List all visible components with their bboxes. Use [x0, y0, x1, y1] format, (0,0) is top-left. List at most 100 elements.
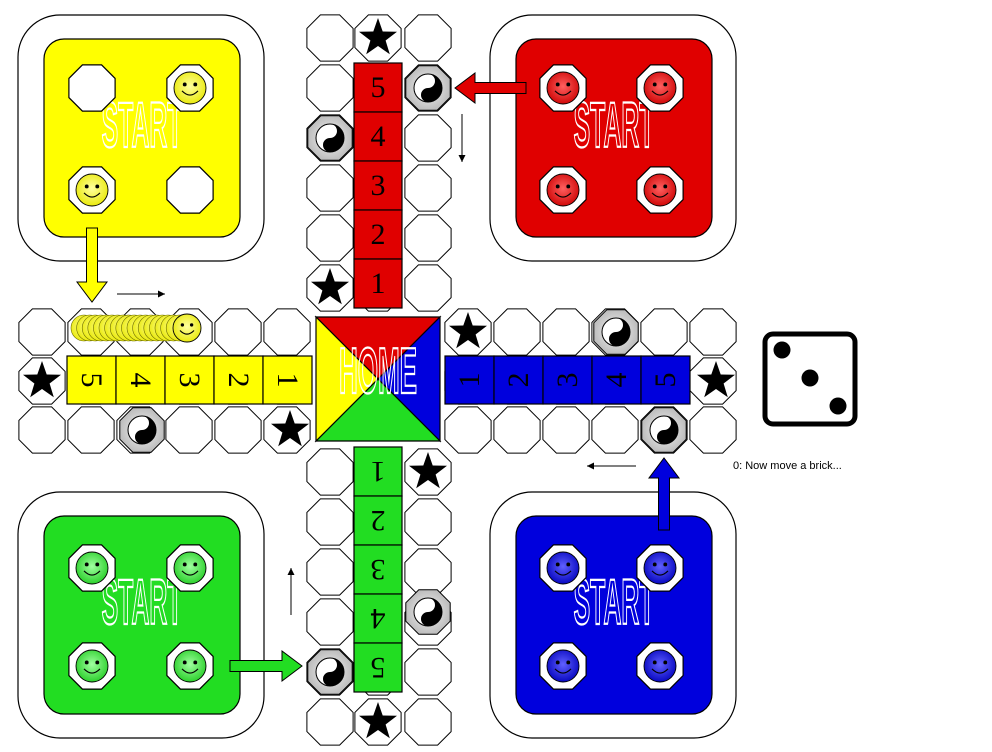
lane-number: 2 — [502, 373, 535, 388]
track-cell[interactable] — [214, 406, 262, 454]
dice-pip — [801, 369, 819, 387]
home-label: HOME — [339, 334, 417, 408]
direction-arrow-icon — [117, 290, 165, 298]
home-lane-yellow — [213, 355, 264, 405]
smiley-token-icon[interactable] — [546, 649, 580, 683]
track-cell[interactable] — [306, 548, 354, 596]
dice[interactable] — [762, 331, 858, 427]
track-cell[interactable] — [306, 214, 354, 262]
lane-number: 2 — [222, 373, 255, 388]
track-cell[interactable] — [67, 406, 115, 454]
smiley-token-icon[interactable] — [546, 173, 580, 207]
track-cell[interactable] — [306, 14, 354, 62]
track-cell[interactable] — [306, 448, 354, 496]
lane-number: 5 — [649, 373, 682, 388]
smiley-token-icon[interactable] — [643, 649, 677, 683]
track-cell[interactable] — [404, 14, 452, 62]
entry-arrow-icon — [454, 72, 527, 104]
track-cell[interactable] — [18, 406, 66, 454]
smiley-token-icon[interactable] — [546, 71, 580, 105]
lane-number: 4 — [124, 373, 157, 388]
dice-pip — [829, 397, 847, 415]
home-lane-green — [353, 642, 403, 693]
track-cell[interactable] — [689, 406, 737, 454]
track-cell[interactable] — [306, 698, 354, 746]
track-cell[interactable] — [493, 308, 541, 356]
track-cell[interactable] — [404, 498, 452, 546]
track-cell[interactable] — [542, 308, 590, 356]
yin-yang-icon — [641, 407, 687, 453]
track-cell[interactable] — [689, 308, 737, 356]
smiley-token-icon[interactable] — [173, 71, 207, 105]
home-lane-red — [353, 62, 403, 113]
star-icon — [359, 18, 397, 55]
smiley-token-icon[interactable] — [172, 313, 202, 343]
yin-yang-icon — [405, 65, 451, 111]
track-cell[interactable] — [404, 264, 452, 312]
track-cell[interactable] — [306, 498, 354, 546]
home-lane-yellow — [66, 355, 117, 405]
track-cell[interactable] — [591, 406, 639, 454]
token-motion-trail — [70, 314, 193, 342]
track-cell[interactable] — [263, 308, 311, 356]
star-icon — [311, 268, 349, 305]
smiley-token-icon[interactable] — [75, 649, 109, 683]
entry-arrow-icon — [648, 457, 680, 531]
track-cell[interactable] — [306, 598, 354, 646]
track-cell[interactable] — [404, 214, 452, 262]
smiley-token-icon[interactable] — [643, 71, 677, 105]
start-slot[interactable] — [166, 166, 214, 214]
smiley-token-icon[interactable] — [173, 649, 207, 683]
lane-number: 3 — [371, 169, 386, 202]
star-icon — [697, 361, 735, 398]
lane-number: 3 — [173, 373, 206, 388]
track-cell[interactable] — [640, 308, 688, 356]
lane-number: 5 — [75, 373, 108, 388]
smiley-token-icon[interactable] — [643, 551, 677, 585]
home-lane-green — [353, 495, 403, 546]
entry-arrow-icon — [76, 227, 108, 303]
status-message: 0: Now move a brick... — [733, 460, 842, 472]
track-cell[interactable] — [404, 648, 452, 696]
track-cell[interactable] — [444, 406, 492, 454]
direction-arrow-icon — [458, 114, 466, 162]
home-lane-red — [353, 160, 403, 211]
track-cell[interactable] — [542, 406, 590, 454]
home-lane-green — [353, 544, 403, 595]
smiley-token-icon[interactable] — [546, 551, 580, 585]
lane-number: 4 — [371, 120, 386, 153]
track-cell[interactable] — [404, 114, 452, 162]
yin-yang-icon — [307, 649, 353, 695]
smiley-token-icon[interactable] — [173, 551, 207, 585]
start-label-yellow: START — [102, 90, 183, 161]
yin-yang-icon — [405, 589, 451, 635]
smiley-token-icon[interactable] — [75, 551, 109, 585]
home-lane-yellow — [262, 355, 313, 405]
lane-number: 5 — [371, 71, 386, 104]
start-slot[interactable] — [68, 64, 116, 112]
home-lane-red — [353, 209, 403, 260]
track-cell[interactable] — [18, 308, 66, 356]
lane-number: 2 — [371, 504, 386, 537]
lane-number: 1 — [371, 455, 386, 488]
star-icon — [271, 410, 309, 447]
track-cell[interactable] — [306, 164, 354, 212]
star-icon — [359, 702, 397, 739]
track-cell[interactable] — [493, 406, 541, 454]
yin-yang-icon — [593, 309, 639, 355]
track-cell[interactable] — [214, 308, 262, 356]
track-cell[interactable] — [404, 164, 452, 212]
home-lane-red — [353, 258, 403, 309]
smiley-token-icon[interactable] — [643, 173, 677, 207]
home-lane-blue — [542, 355, 593, 405]
track-cell[interactable] — [165, 406, 213, 454]
yin-yang-icon — [307, 115, 353, 161]
track-cell[interactable] — [404, 548, 452, 596]
smiley-token-icon[interactable] — [75, 173, 109, 207]
yin-yang-icon — [119, 407, 165, 453]
star-icon — [409, 452, 447, 489]
track-cell[interactable] — [404, 698, 452, 746]
track-cell[interactable] — [306, 64, 354, 112]
lane-number: 5 — [371, 651, 386, 684]
